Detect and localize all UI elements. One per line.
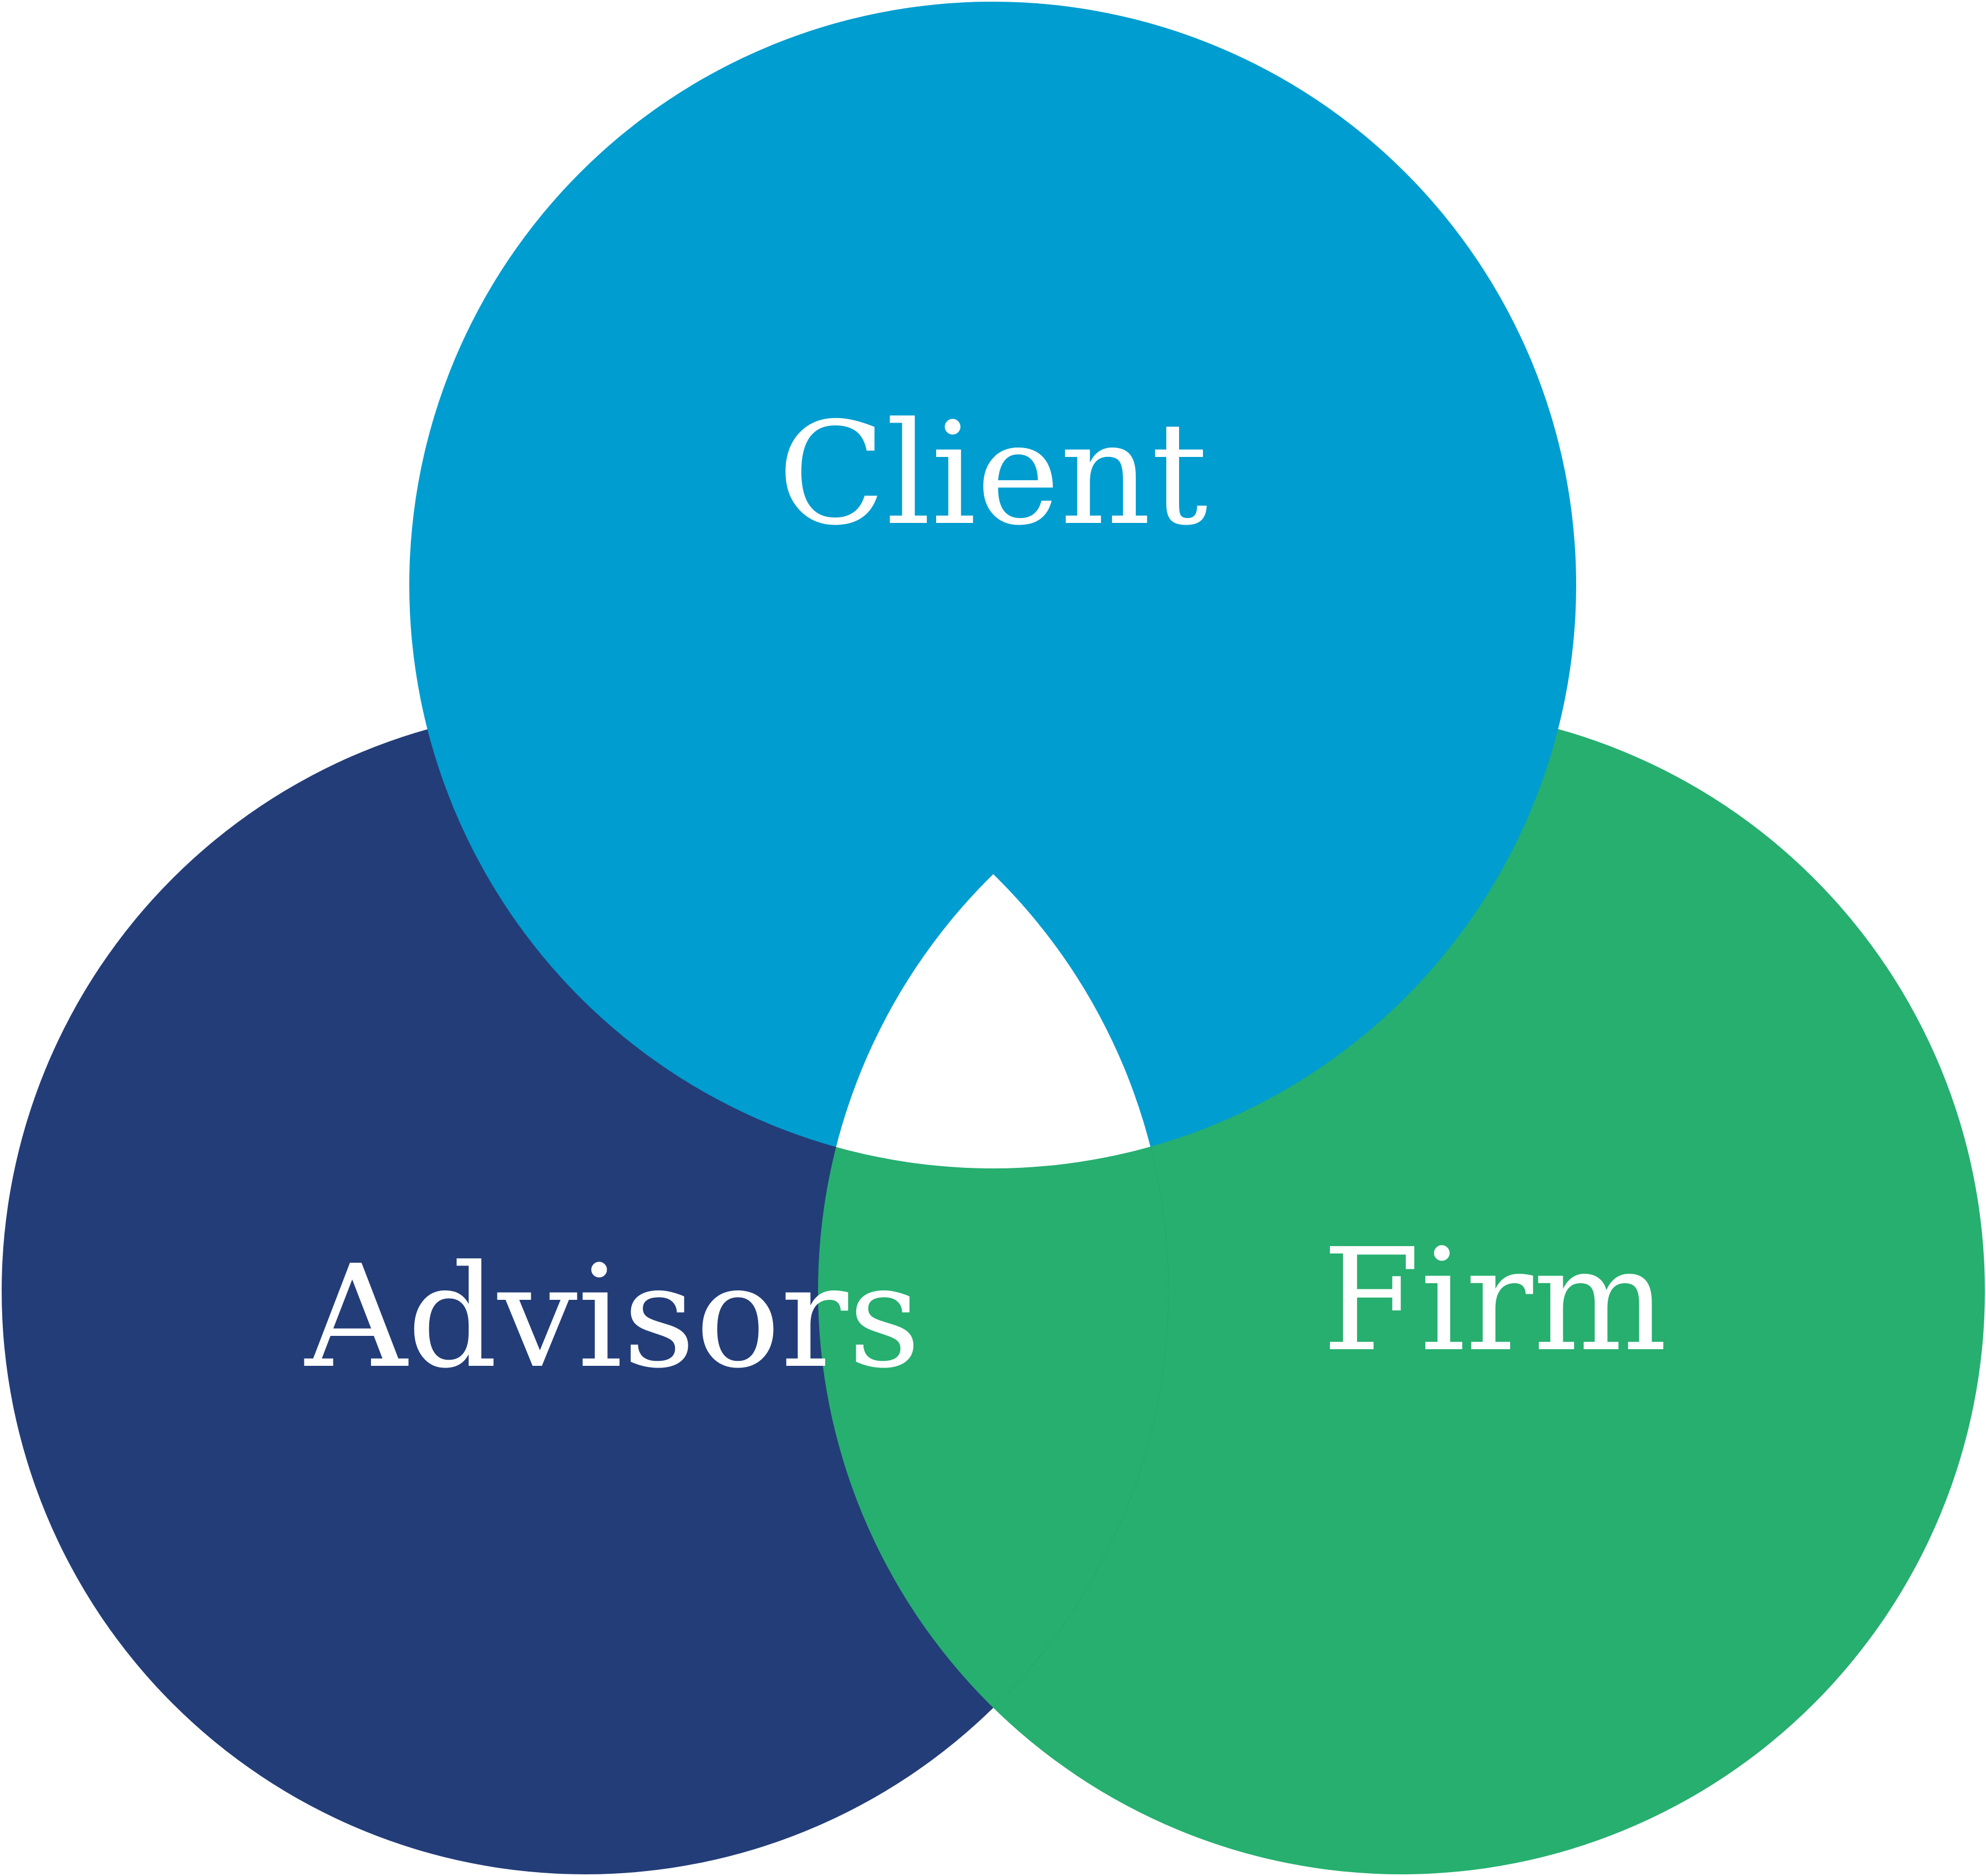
client-label: Client bbox=[778, 392, 1208, 557]
client-circle bbox=[409, 2, 1576, 1168]
advisors-label: Advisors bbox=[304, 1235, 921, 1400]
firm-label: Firm bbox=[1322, 1218, 1667, 1383]
